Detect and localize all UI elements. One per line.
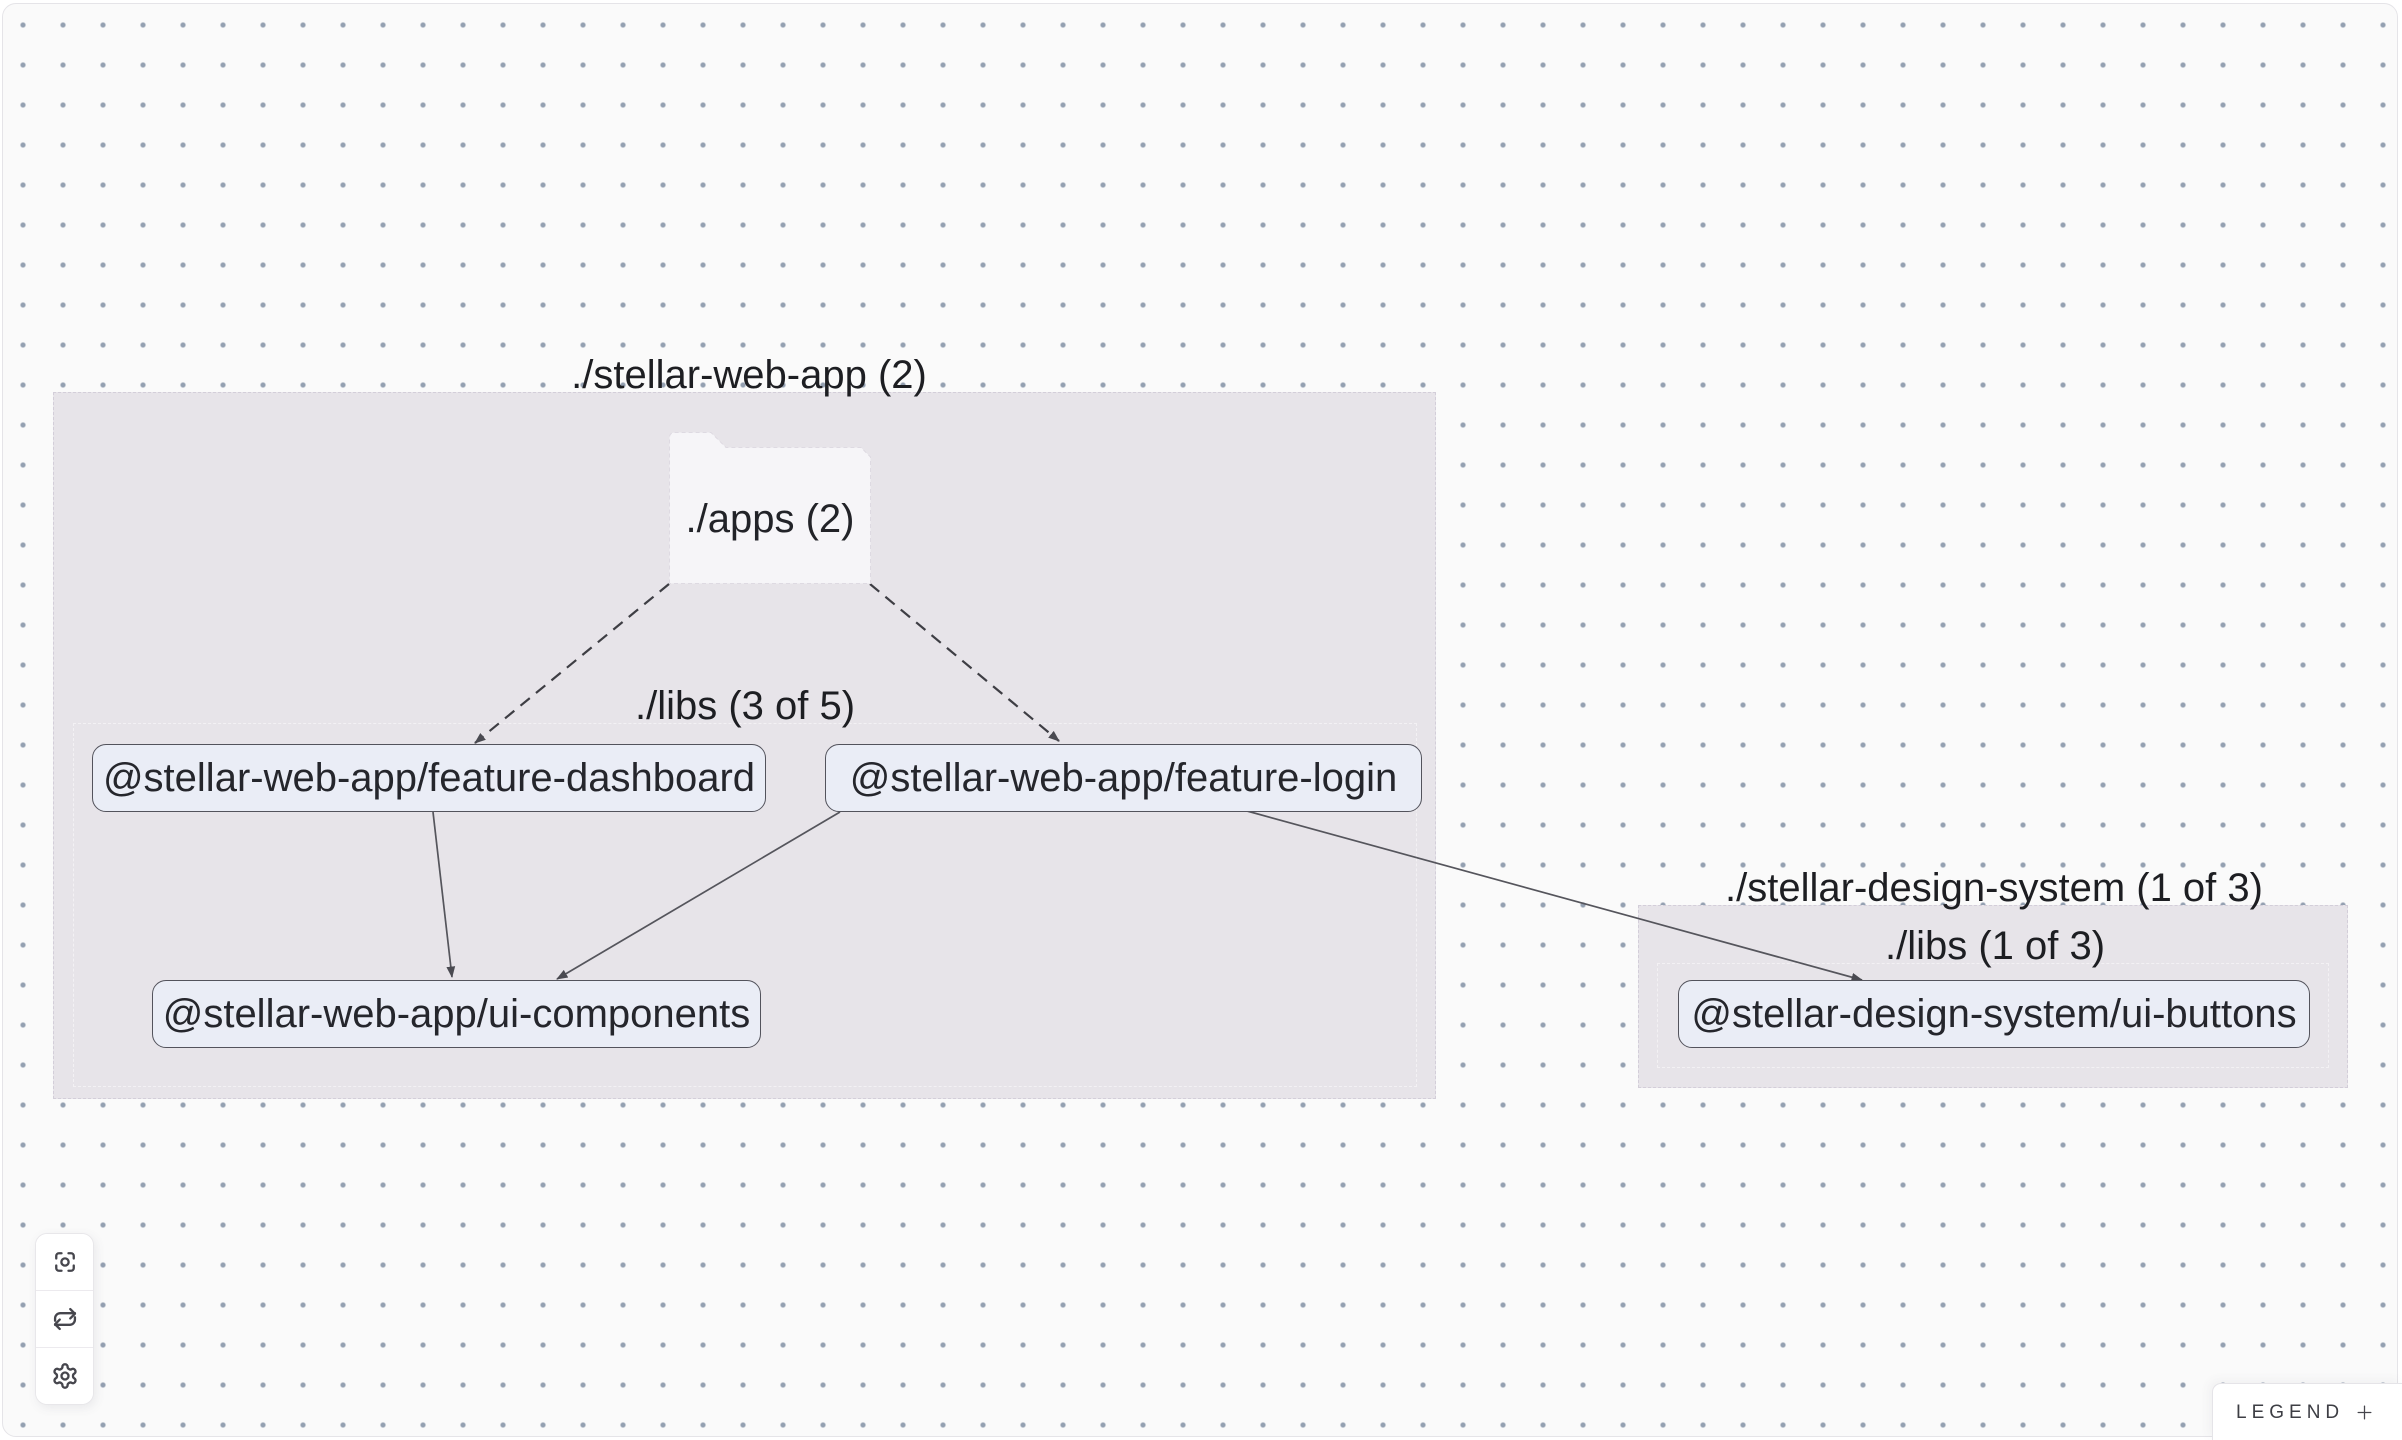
gear-icon: [52, 1363, 77, 1389]
center-graph-button[interactable]: [36, 1234, 93, 1290]
node-feature-login[interactable]: @stellar-web-app/feature-login: [825, 744, 1422, 812]
cluster-label-web-app-libs: ./libs (3 of 5): [634, 684, 856, 728]
folder-shape: [669, 432, 871, 584]
node-label: @stellar-web-app/ui-components: [162, 991, 751, 1036]
settings-button[interactable]: [36, 1347, 93, 1404]
cluster-label-stellar-design-system: ./stellar-design-system (1 of 3): [1725, 866, 2263, 910]
focus-icon: [54, 1252, 75, 1272]
node-label: @stellar-web-app/feature-login: [849, 755, 1398, 800]
refresh-icon: [53, 1307, 76, 1331]
refresh-graph-button[interactable]: [36, 1290, 93, 1347]
cluster-label-design-system-libs: ./libs (1 of 3): [1884, 924, 2106, 968]
node-label: @stellar-web-app/feature-dashboard: [102, 755, 756, 800]
node-feature-dashboard[interactable]: @stellar-web-app/feature-dashboard: [92, 744, 766, 812]
legend-label: LEGEND: [2236, 1401, 2345, 1423]
node-ui-components[interactable]: @stellar-web-app/ui-components: [152, 980, 761, 1048]
subcluster-design-system-libs: [1657, 963, 2329, 1068]
folder-node-label: ./apps (2): [685, 496, 855, 541]
graph-world: ./stellar-web-app (2) ./libs (3 of 5) ./…: [3, 4, 2397, 1436]
graph-toolbar: [35, 1233, 94, 1405]
node-ui-buttons[interactable]: @stellar-design-system/ui-buttons: [1678, 980, 2310, 1048]
graph-canvas[interactable]: ./stellar-web-app (2) ./libs (3 of 5) ./…: [2, 3, 2398, 1437]
cluster-label-stellar-web-app: ./stellar-web-app (2): [571, 353, 927, 397]
plus-icon: [2357, 1405, 2372, 1419]
node-label: @stellar-design-system/ui-buttons: [1691, 991, 2297, 1036]
folder-node-apps[interactable]: ./apps (2): [669, 432, 871, 584]
legend-panel[interactable]: LEGEND: [2212, 1383, 2402, 1440]
